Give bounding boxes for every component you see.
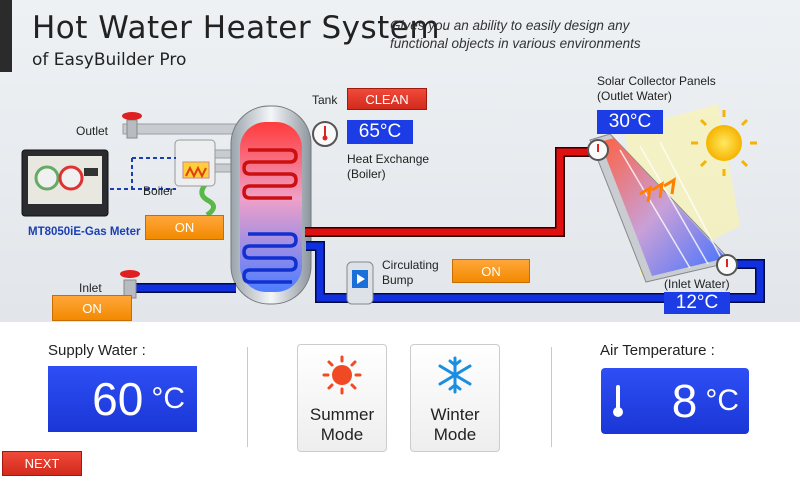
heat-exchange-label: Heat Exchange (Boiler) xyxy=(347,152,429,182)
tank-temperature: 65°C xyxy=(347,120,413,144)
page-subtitle: of EasyBuilder Pro xyxy=(32,50,187,70)
boiler-label: Boiler xyxy=(143,184,174,198)
winter-mode-line-1: Winter xyxy=(430,405,480,424)
winter-mode-line-2: Mode xyxy=(433,425,477,444)
divider-left xyxy=(247,347,248,447)
hot-pipe xyxy=(305,148,598,236)
thermometer-icon xyxy=(613,385,623,417)
next-button[interactable]: NEXT xyxy=(2,451,82,476)
winter-mode-button[interactable]: Winter Mode xyxy=(410,344,500,452)
tagline: Gives you an ability to easily design an… xyxy=(390,17,680,53)
supply-water-value: 60 xyxy=(92,373,144,425)
circulating-pump-icon[interactable] xyxy=(346,261,374,305)
inlet-label: Inlet xyxy=(79,281,102,295)
solar-inlet-label: (Inlet Water) xyxy=(664,277,730,291)
heat-exchange-line-1: Heat Exchange xyxy=(347,152,430,166)
summer-mode-line-2: Mode xyxy=(320,425,364,444)
pump-on-button[interactable]: ON xyxy=(452,259,530,283)
pump-label-line-1: Circulating xyxy=(382,258,439,272)
heat-exchange-line-2: (Boiler) xyxy=(347,167,386,181)
winter-mode-label: Winter Mode xyxy=(430,405,479,445)
tank-thermometer-icon xyxy=(312,121,338,147)
summer-mode-button[interactable]: Summer Mode xyxy=(297,344,387,452)
solar-inlet-thermometer-icon xyxy=(716,254,738,276)
solar-label-line-1: Solar Collector Panels xyxy=(597,74,716,88)
inlet-on-button[interactable]: ON xyxy=(52,295,132,321)
tagline-line-2: functional objects in various environmen… xyxy=(390,36,641,51)
supply-water-display: 60 °C xyxy=(48,366,197,432)
pump-label: Circulating Bump xyxy=(382,258,439,288)
device-label: MT8050iE-Gas Meter xyxy=(28,226,141,238)
pump-label-line-2: Bump xyxy=(382,273,414,287)
outlet-valve-icon[interactable] xyxy=(122,112,142,139)
supply-water-unit: °C xyxy=(151,382,185,415)
air-temperature-display: 8 °C xyxy=(601,368,749,434)
cold-pipe xyxy=(306,242,764,302)
solar-label-line-2: (Outlet Water) xyxy=(597,89,672,103)
sun-mode-icon xyxy=(322,355,362,395)
outlet-label: Outlet xyxy=(76,124,109,138)
air-temperature-value: 8 xyxy=(671,375,698,427)
supply-water-label: Supply Water : xyxy=(48,342,146,359)
outlet-pipe xyxy=(122,123,239,135)
tank-label: Tank xyxy=(312,93,338,107)
sun-icon xyxy=(691,110,757,176)
water-tank xyxy=(230,105,312,305)
summer-mode-label: Summer Mode xyxy=(310,405,374,445)
title-accent-bar xyxy=(0,0,12,72)
tagline-line-1: Gives you an ability to easily design an… xyxy=(390,18,630,33)
snowflake-icon xyxy=(438,356,472,394)
air-temperature-label: Air Temperature : xyxy=(600,342,715,359)
summer-mode-line-1: Summer xyxy=(309,405,375,424)
clean-button[interactable]: CLEAN xyxy=(347,88,427,110)
solar-panel-label: Solar Collector Panels (Outlet Water) xyxy=(597,74,716,104)
solar-outlet-temperature: 30°C xyxy=(597,110,663,134)
page-title: Hot Water Heater System xyxy=(32,10,441,46)
solar-panel-icon xyxy=(589,133,733,283)
solar-inlet-temperature: 12°C xyxy=(664,292,730,314)
boiler-on-button[interactable]: ON xyxy=(145,215,224,240)
boiler-unit-icon xyxy=(174,139,216,187)
divider-right xyxy=(551,347,552,447)
system-diagram xyxy=(21,104,765,305)
air-temperature-unit: °C xyxy=(705,384,739,417)
hmi-device-icon xyxy=(21,149,109,217)
solar-outlet-thermometer-icon xyxy=(587,139,609,161)
